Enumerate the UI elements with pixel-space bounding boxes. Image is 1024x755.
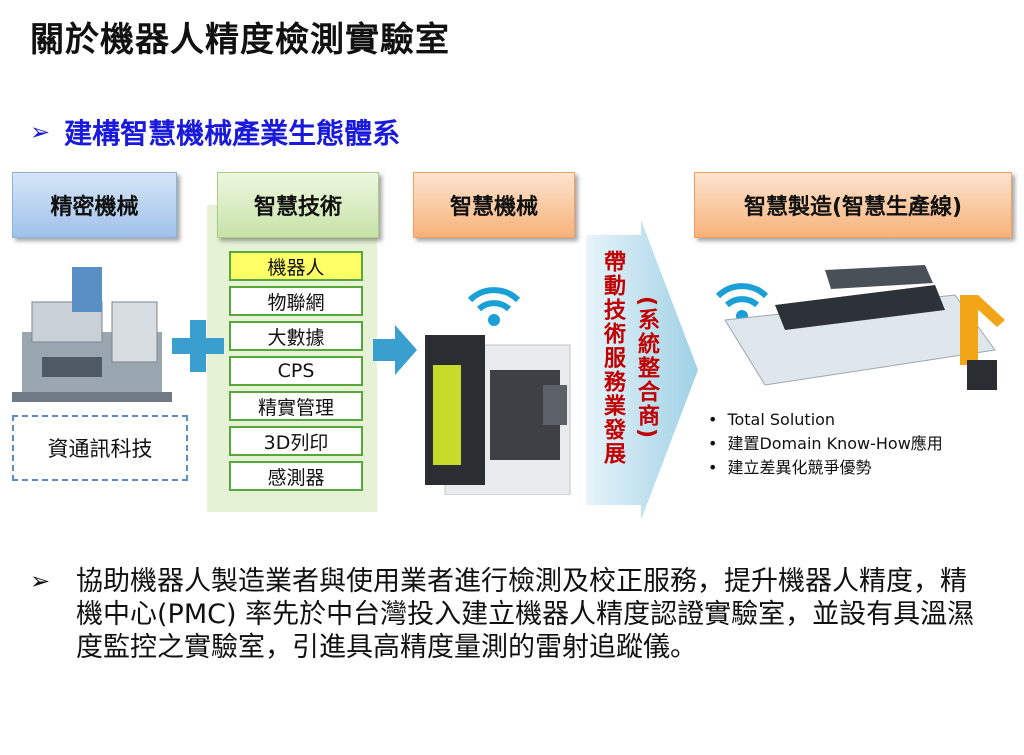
tech-item: 大數據 <box>229 321 363 351</box>
tech-item: 機器人 <box>229 251 363 281</box>
precision-machine-image <box>12 267 172 402</box>
wifi-icon <box>715 283 769 322</box>
subtitle-text: 建構智慧機械產業生態體系 <box>64 117 401 150</box>
bullet-arrow-icon: ➢ <box>30 118 51 146</box>
wifi-icon <box>467 287 521 326</box>
page-title: 關於機器人精度檢測實驗室 <box>30 20 450 60</box>
list-item: •建置Domain Know-How應用 <box>708 434 943 453</box>
list-item: •建立差異化競爭優勢 <box>708 458 872 477</box>
tech-item: 感測器 <box>229 461 363 491</box>
precision-machinery-box: 精密機械 <box>12 172 177 238</box>
tech-item: 物聯網 <box>229 286 363 316</box>
right-arrow-icon <box>373 325 417 375</box>
smart-machine-box: 智慧機械 <box>413 172 575 238</box>
arrow-text-paren: (系統整合商) <box>634 296 659 441</box>
tech-item: CPS <box>229 356 363 386</box>
benefit-list: •Total Solution •建置Domain Know-How應用 •建立… <box>708 408 943 480</box>
ict-box: 資通訊科技 <box>12 415 188 481</box>
list-item: •Total Solution <box>708 410 836 429</box>
arrow-text-main: 帶動技術服務業發展 <box>600 250 625 466</box>
bullet-arrow-icon: ➢ <box>30 567 51 595</box>
subtitle: ➢ 建構智慧機械產業生態體系 <box>30 112 400 152</box>
plus-icon <box>172 320 224 372</box>
smart-tech-box: 智慧技術 <box>217 172 379 238</box>
description-paragraph: ➢ 協助機器人製造業者與使用業者進行檢測及校正服務，提升機器人精度，精機中心(P… <box>30 565 990 664</box>
smart-machine-image <box>425 335 571 495</box>
tech-item: 精實管理 <box>229 391 363 421</box>
tech-item: 3D列印 <box>229 426 363 456</box>
big-arrow-shape <box>586 220 698 520</box>
paragraph-text: 協助機器人製造業者與使用業者進行檢測及校正服務，提升機器人精度，精機中心(PMC… <box>76 566 975 663</box>
production-line-image <box>724 265 1005 390</box>
smart-manufacturing-box: 智慧製造(智慧生產線) <box>694 172 1012 238</box>
